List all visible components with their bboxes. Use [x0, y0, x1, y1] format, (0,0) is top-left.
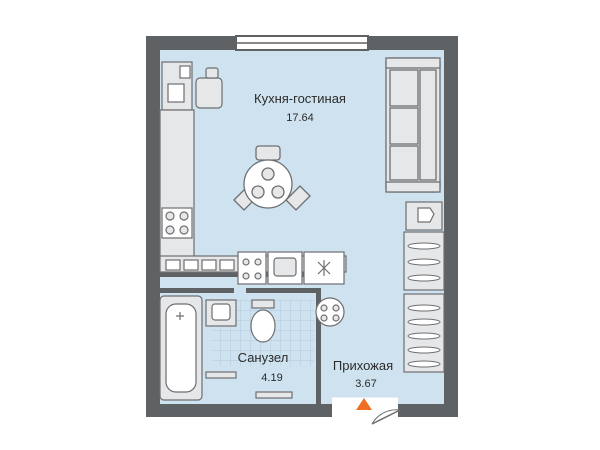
hallway-area: 3.67 [355, 378, 376, 390]
round-ottoman [315, 297, 345, 327]
right-wall [444, 36, 458, 417]
window [235, 35, 369, 51]
kitchen-living-name: Кухня-гостиная [254, 91, 346, 106]
dining-table [233, 145, 311, 211]
dining-chair [285, 185, 311, 211]
office-chair [195, 77, 223, 109]
room-labels: Кухня-гостиная 17.64 Санузел 4.19 Прихож… [238, 91, 393, 390]
laptop-icon [167, 83, 185, 103]
sofa [385, 57, 441, 193]
entrance-door [332, 397, 401, 425]
hallway-name: Прихожая [333, 358, 393, 373]
bathroom-right-wall [316, 288, 321, 404]
toilet [251, 299, 275, 309]
dining-chair [255, 145, 281, 161]
wardrobe-block [403, 201, 445, 373]
bathroom-fixtures [159, 295, 293, 401]
hallway-item [315, 297, 345, 327]
table-top [243, 159, 293, 209]
bathroom-area: 4.19 [261, 372, 282, 384]
entrance-arrow-icon [356, 398, 372, 410]
bottom-wall-right [398, 404, 458, 417]
phone-icon [179, 65, 191, 79]
bathroom-name: Санузел [238, 350, 289, 365]
cooktop-icon [237, 251, 267, 285]
top-wall-right [368, 36, 456, 50]
bottom-wall-left [146, 404, 332, 417]
towel-rail [205, 371, 237, 379]
left-wall [146, 36, 160, 417]
work-desk [161, 61, 223, 111]
bathroom-top-wall-right [246, 288, 320, 293]
top-wall-left [146, 36, 236, 50]
kitchen-living-area: 17.64 [286, 112, 314, 124]
kitchen-appliances [237, 251, 345, 285]
stove-icon [161, 207, 193, 239]
hangers [407, 242, 441, 368]
bathroom-top-wall [158, 288, 234, 293]
